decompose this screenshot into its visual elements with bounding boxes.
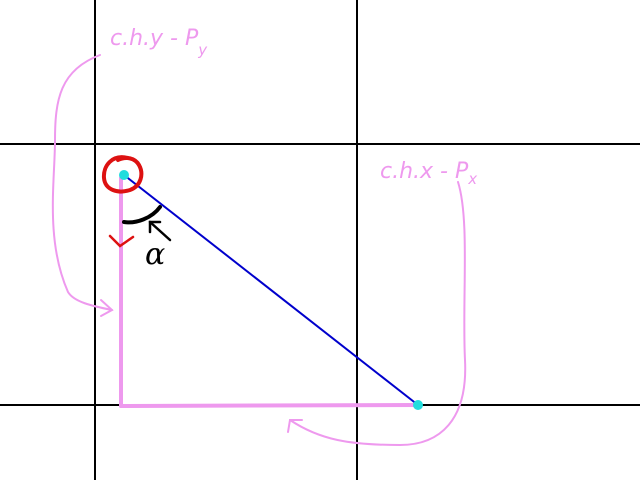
triangle-legs <box>119 176 420 408</box>
highlight-circle <box>101 155 144 194</box>
y-difference-text: c.h.y - P <box>110 26 199 51</box>
y-difference-subscript: y <box>197 41 208 59</box>
horizontal-leg <box>119 403 420 408</box>
x-annotation-curve <box>289 181 467 447</box>
point-top <box>119 170 129 180</box>
y-annotation-arrowhead <box>100 299 114 317</box>
hypotenuse <box>123 174 419 406</box>
x-difference-subscript: x <box>467 170 477 188</box>
x-annotation-arrowhead <box>287 419 303 433</box>
x-difference-label: c.h.x - Px <box>380 159 477 188</box>
angle-alpha-label: α <box>145 237 165 272</box>
y-annotation-curve <box>51 54 113 311</box>
angle-arrow <box>148 220 172 242</box>
angle-arc <box>122 205 162 225</box>
x-difference-text: c.h.x - P <box>380 159 469 184</box>
point-bottom-right <box>413 400 423 410</box>
red-tick-mark <box>108 234 135 248</box>
y-difference-label: c.h.y - Py <box>110 26 208 59</box>
